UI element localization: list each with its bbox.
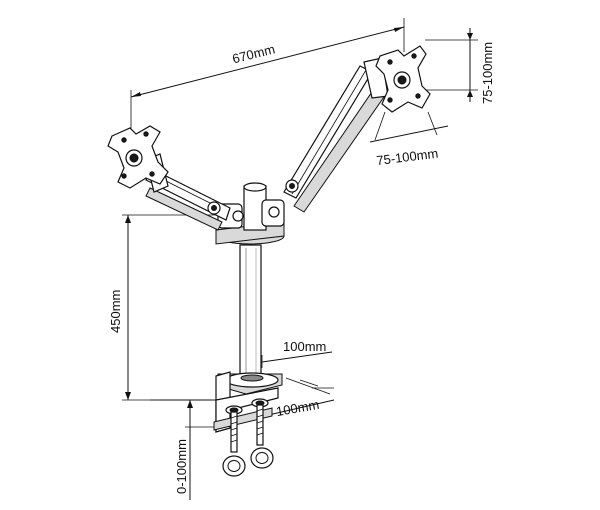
left-arm-tilt-knob-center [211,205,217,211]
dimension-pole-height: 450mm [108,214,225,401]
arrow-bottom-450 [125,392,131,400]
dim-line-vesa-h [369,125,449,143]
pivot-left [232,210,244,222]
pole-body [239,244,262,381]
label-vesa-vertical: 75-100mm [480,42,495,104]
label-450mm: 450mm [108,290,123,333]
desk-edge-right [299,379,319,387]
pole [239,244,262,381]
arrow-right-670 [394,27,404,32]
vesa-right-center-hole [397,75,407,85]
label-100mm-lower: 100mm [275,397,320,419]
vesa-left-hole-1 [121,137,127,143]
right-arm [283,57,389,213]
vesa-left-hole-2 [143,131,149,137]
label-desk-thickness: 0-100mm [174,439,189,494]
arrow-bottom-vesa-v [467,90,473,97]
label-670mm: 670mm [231,41,277,66]
dimension-vesa-vertical: 75-100mm [425,28,495,104]
arrow-top-vesa-v [467,33,473,40]
knob-right-hole [255,452,269,464]
dim-line-100-upper [261,351,333,363]
label-vesa-horizontal: 75-100mm [376,146,440,168]
arrow-top-desk [187,400,193,408]
vesa-left-hole-4 [149,171,155,177]
dim-line-670 [130,26,405,98]
ext-left-vesa-h [374,111,386,141]
pole-base-ring [240,374,264,382]
vesa-plate-left [107,125,169,189]
vesa-right-hole-2 [411,53,417,59]
vesa-left-hole-3 [121,173,127,179]
left-arm [145,153,231,231]
right-arm-tilt-knob-center [289,183,295,189]
bolt-right-shaft [256,404,264,446]
bolt-hole-right-inner [255,400,265,406]
dim-line-100-lower [263,399,335,417]
ext-100-lower-a [285,377,331,395]
pivot-right [268,206,280,218]
right-arm-groove [291,69,367,195]
central-hub [215,182,285,245]
vesa-right-hole-1 [387,59,393,65]
desk-surface [150,379,319,401]
bolt-threads [230,408,264,443]
clamp-assembly [213,371,283,477]
vesa-plate-right [375,45,431,113]
vesa-left-center-hole [129,153,139,163]
knob-left-hole [227,460,241,472]
arrow-top-450 [125,215,131,223]
dimension-clamp-depth: 100mm [261,339,333,368]
bolt-left-shaft [230,411,238,453]
hub-column-top [243,182,267,192]
dimension-vesa-horizontal: 75-100mm [369,111,449,168]
left-arm-lower [145,187,223,231]
vesa-right-hole-3 [387,97,393,103]
dimension-clamp-width: 100mm [263,377,335,419]
arrow-left-670 [131,92,141,97]
label-100mm-upper: 100mm [283,339,326,354]
bolt-hole-left-inner [229,407,239,413]
vesa-right-hole-4 [415,93,421,99]
dimension-desk-thickness: 0-100mm [160,399,214,500]
ext-right-vesa-h [427,111,438,136]
